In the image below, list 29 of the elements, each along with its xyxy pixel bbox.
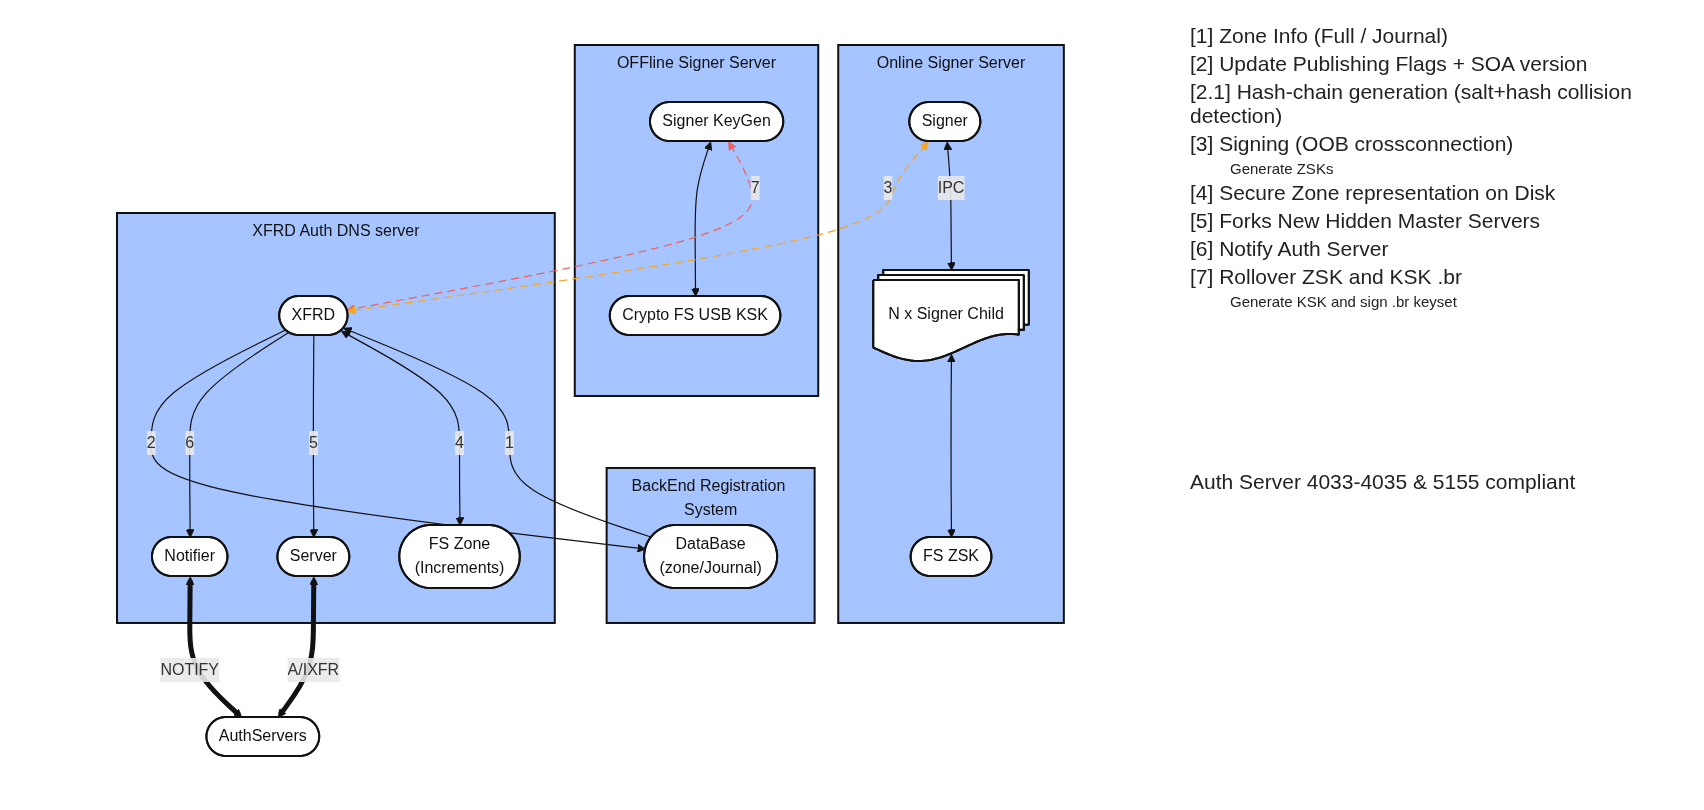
note-text: [3] Signing (OOB crossconnection) bbox=[1190, 132, 1515, 156]
edge-label: A/IXFR bbox=[287, 660, 339, 678]
edge-label: 7 bbox=[750, 178, 760, 196]
edge-label: 5 bbox=[308, 433, 318, 451]
note-text: [6] Notify Auth Server bbox=[1190, 237, 1390, 261]
note-text: [2.1] Hash-chain generation (salt+hash collision detection) bbox=[1190, 80, 1633, 128]
edge-label: 1 bbox=[504, 433, 514, 451]
arrow bbox=[150, 328, 646, 553]
note-text: Generate ZSKs bbox=[1229, 160, 1335, 177]
note-text: [7] Rollover ZSK and KSK .br bbox=[1190, 265, 1463, 289]
edge-label: 4 bbox=[454, 433, 464, 451]
arrow bbox=[346, 140, 929, 315]
note-text: [2] Update Publishing Flags + SOA version bbox=[1190, 52, 1589, 76]
edge-label: 6 bbox=[184, 433, 194, 451]
edge-label: 2 bbox=[146, 433, 156, 451]
arrow bbox=[946, 353, 956, 538]
edge-label: 3 bbox=[883, 178, 892, 196]
note-text: Generate KSK and sign .br keyset bbox=[1229, 293, 1458, 310]
arrow bbox=[340, 330, 464, 526]
edge-label: NOTIFY bbox=[159, 660, 219, 678]
arrow bbox=[690, 141, 712, 297]
arrow bbox=[185, 331, 289, 538]
arrow bbox=[346, 140, 753, 313]
note-text: [4] Secure Zone representation on Disk bbox=[1190, 181, 1557, 205]
note-text: Auth Server 4033-4035 & 5155 compliant bbox=[1190, 470, 1577, 494]
edge-label: IPC bbox=[937, 178, 964, 196]
arrow bbox=[308, 334, 318, 538]
note-text: [5] Forks New Hidden Master Servers bbox=[1190, 209, 1542, 233]
note-text: [1] Zone Info (Full / Journal) bbox=[1190, 24, 1449, 48]
